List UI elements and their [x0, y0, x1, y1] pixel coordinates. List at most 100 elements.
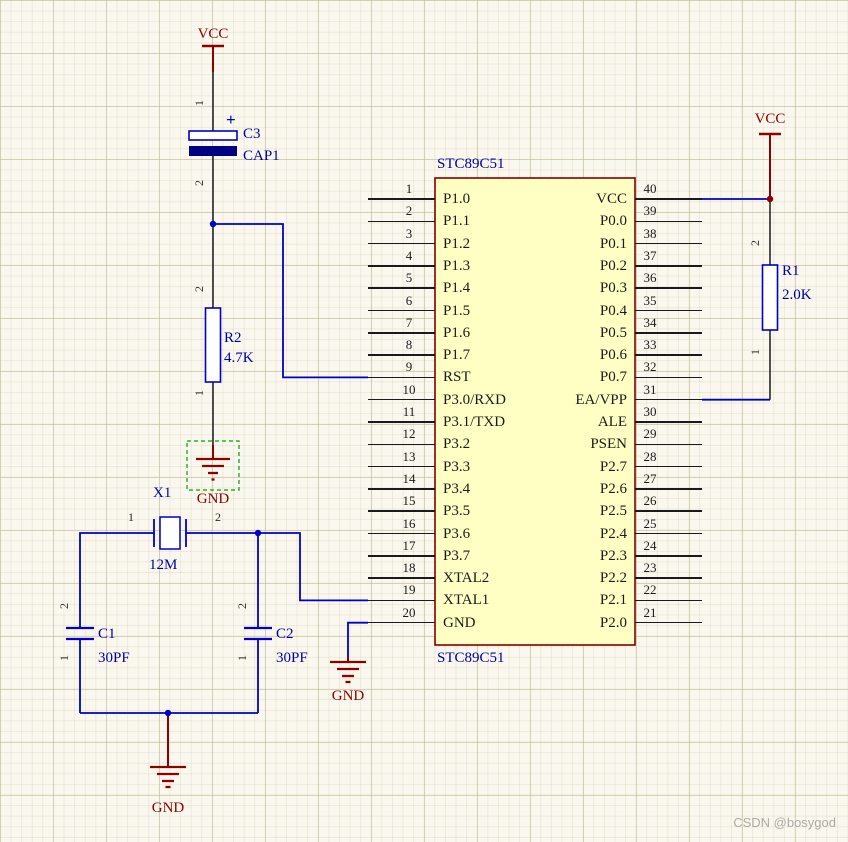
pin-stub-18[interactable] [368, 577, 435, 579]
pin-name-19: XTAL1 [443, 592, 490, 609]
pin-name-18: XTAL2 [443, 570, 490, 587]
pin-name-25: P2.4 [599, 525, 627, 542]
pin-stub-34[interactable] [635, 332, 702, 334]
vcc-label-left: VCC [197, 26, 229, 42]
c2-ref-label[interactable]: C2 [276, 626, 294, 642]
pin-stub-26[interactable] [635, 510, 702, 512]
pin-stub-15[interactable] [368, 510, 435, 512]
pin-stub-6[interactable] [368, 309, 435, 312]
pin-name-14: P3.4 [443, 480, 471, 497]
resistor-r1-body[interactable] [761, 264, 779, 331]
pin-number-6: 6 [405, 292, 413, 308]
pin-stub-22[interactable] [635, 599, 702, 602]
wire-crystal-right-to-xtal1[interactable] [186, 532, 368, 602]
pin-stub-10[interactable] [368, 398, 435, 401]
pin-name-22: P2.1 [599, 592, 627, 609]
r2-value-label[interactable]: 4.7K [224, 350, 254, 366]
pin-stub-16[interactable] [368, 532, 435, 535]
pin-number-13: 13 [402, 448, 416, 464]
pin-name-15: P3.5 [443, 503, 471, 520]
pin-stub-33[interactable] [635, 354, 702, 356]
ic-body-stc89c51[interactable] [434, 177, 636, 646]
pin-stub-23[interactable] [635, 577, 702, 579]
pin-stub-24[interactable] [635, 555, 702, 557]
pin-stub-2[interactable] [368, 220, 435, 223]
pin-stub-31[interactable] [635, 398, 702, 401]
pin-stub-5[interactable] [368, 287, 435, 289]
pin-stub-27[interactable] [635, 488, 702, 490]
gnd-symbol-reset-icon[interactable] [196, 445, 230, 481]
pin-stub-1[interactable] [368, 198, 435, 200]
pin-stub-39[interactable] [635, 220, 702, 223]
junction-dot [164, 709, 172, 717]
pin-stub-9[interactable] [368, 376, 435, 379]
pin-name-3: P1.2 [443, 235, 471, 252]
capacitor-c3-top-plate[interactable] [188, 130, 238, 141]
pin-name-28: P2.7 [599, 458, 627, 475]
pin-number-14: 14 [402, 470, 416, 486]
r1-value-label[interactable]: 2.0K [782, 287, 812, 303]
pin-stub-7[interactable] [368, 332, 435, 334]
pin-stub-19[interactable] [368, 599, 435, 602]
c3-ref-label[interactable]: C3 [243, 126, 261, 142]
x1-pin2-number: 2 [215, 510, 221, 524]
c3-pin1-number: 1 [192, 100, 206, 106]
junction-dot [766, 195, 774, 203]
junction-dot [209, 220, 217, 228]
pin-stub-17[interactable] [368, 555, 435, 557]
pin-stub-32[interactable] [635, 376, 702, 379]
vcc-label-right: VCC [754, 111, 786, 127]
pin-name-35: P0.4 [599, 302, 627, 319]
gnd-symbol-chip-icon[interactable] [330, 657, 366, 684]
x1-ref-label[interactable]: X1 [153, 485, 172, 501]
pin-stub-13[interactable] [368, 465, 435, 468]
pin-stub-37[interactable] [635, 265, 702, 267]
wire-pin20-to-gnd[interactable] [347, 621, 368, 657]
r1-ref-label[interactable]: R1 [782, 263, 800, 279]
pin-name-8: P1.7 [443, 347, 471, 364]
pin-stub-20[interactable] [368, 621, 435, 624]
c2-value-label[interactable]: 30PF [276, 650, 308, 666]
pin-stub-21[interactable] [635, 621, 702, 624]
pin-stub-29[interactable] [635, 443, 702, 446]
pin-stub-3[interactable] [368, 242, 435, 245]
x1-value-label[interactable]: 12M [149, 557, 178, 573]
pin-stub-14[interactable] [368, 488, 435, 490]
pin-stub-40[interactable] [635, 198, 702, 200]
crystal-x1-body[interactable] [153, 516, 187, 550]
pin-stub-11[interactable] [368, 421, 435, 423]
pin-number-18: 18 [402, 560, 416, 576]
chip-title-bottom[interactable]: STC89C51 [437, 650, 505, 666]
c1-ref-label[interactable]: C1 [98, 626, 116, 642]
r2-pin2-number: 2 [192, 286, 206, 292]
pin-number-15: 15 [402, 493, 416, 509]
pin-stub-25[interactable] [635, 532, 702, 535]
pin-stub-38[interactable] [635, 242, 702, 245]
pin-stub-30[interactable] [635, 421, 702, 423]
wire-reset-node-to-rst[interactable] [213, 223, 368, 379]
pin-stub-12[interactable] [368, 443, 435, 446]
r2-ref-label[interactable]: R2 [224, 330, 242, 346]
pin-number-29: 29 [643, 426, 657, 442]
r2-pin1-number: 1 [192, 390, 206, 396]
wire-crystal-left-to-c1[interactable] [79, 532, 154, 628]
c3-value-label[interactable]: CAP1 [243, 148, 280, 164]
pin-stub-4[interactable] [368, 265, 435, 267]
pin-number-38: 38 [643, 225, 657, 241]
pin-number-21: 21 [643, 604, 657, 620]
pin-name-7: P1.6 [443, 324, 471, 341]
gnd-symbol-crystal-icon[interactable] [150, 713, 186, 789]
chip-title-top[interactable]: STC89C51 [437, 156, 505, 172]
resistor-r2-body[interactable] [204, 307, 222, 383]
pin-number-16: 16 [402, 515, 416, 531]
pin-stub-8[interactable] [368, 354, 435, 356]
pin-stub-28[interactable] [635, 465, 702, 468]
capacitor-c3-bottom-plate[interactable] [189, 146, 237, 156]
gnd-label-crystal: GND [151, 800, 185, 816]
c1-value-label[interactable]: 30PF [98, 650, 130, 666]
pin-stub-35[interactable] [635, 309, 702, 312]
pin-stub-36[interactable] [635, 287, 702, 289]
pin-name-36: P0.3 [599, 280, 627, 297]
